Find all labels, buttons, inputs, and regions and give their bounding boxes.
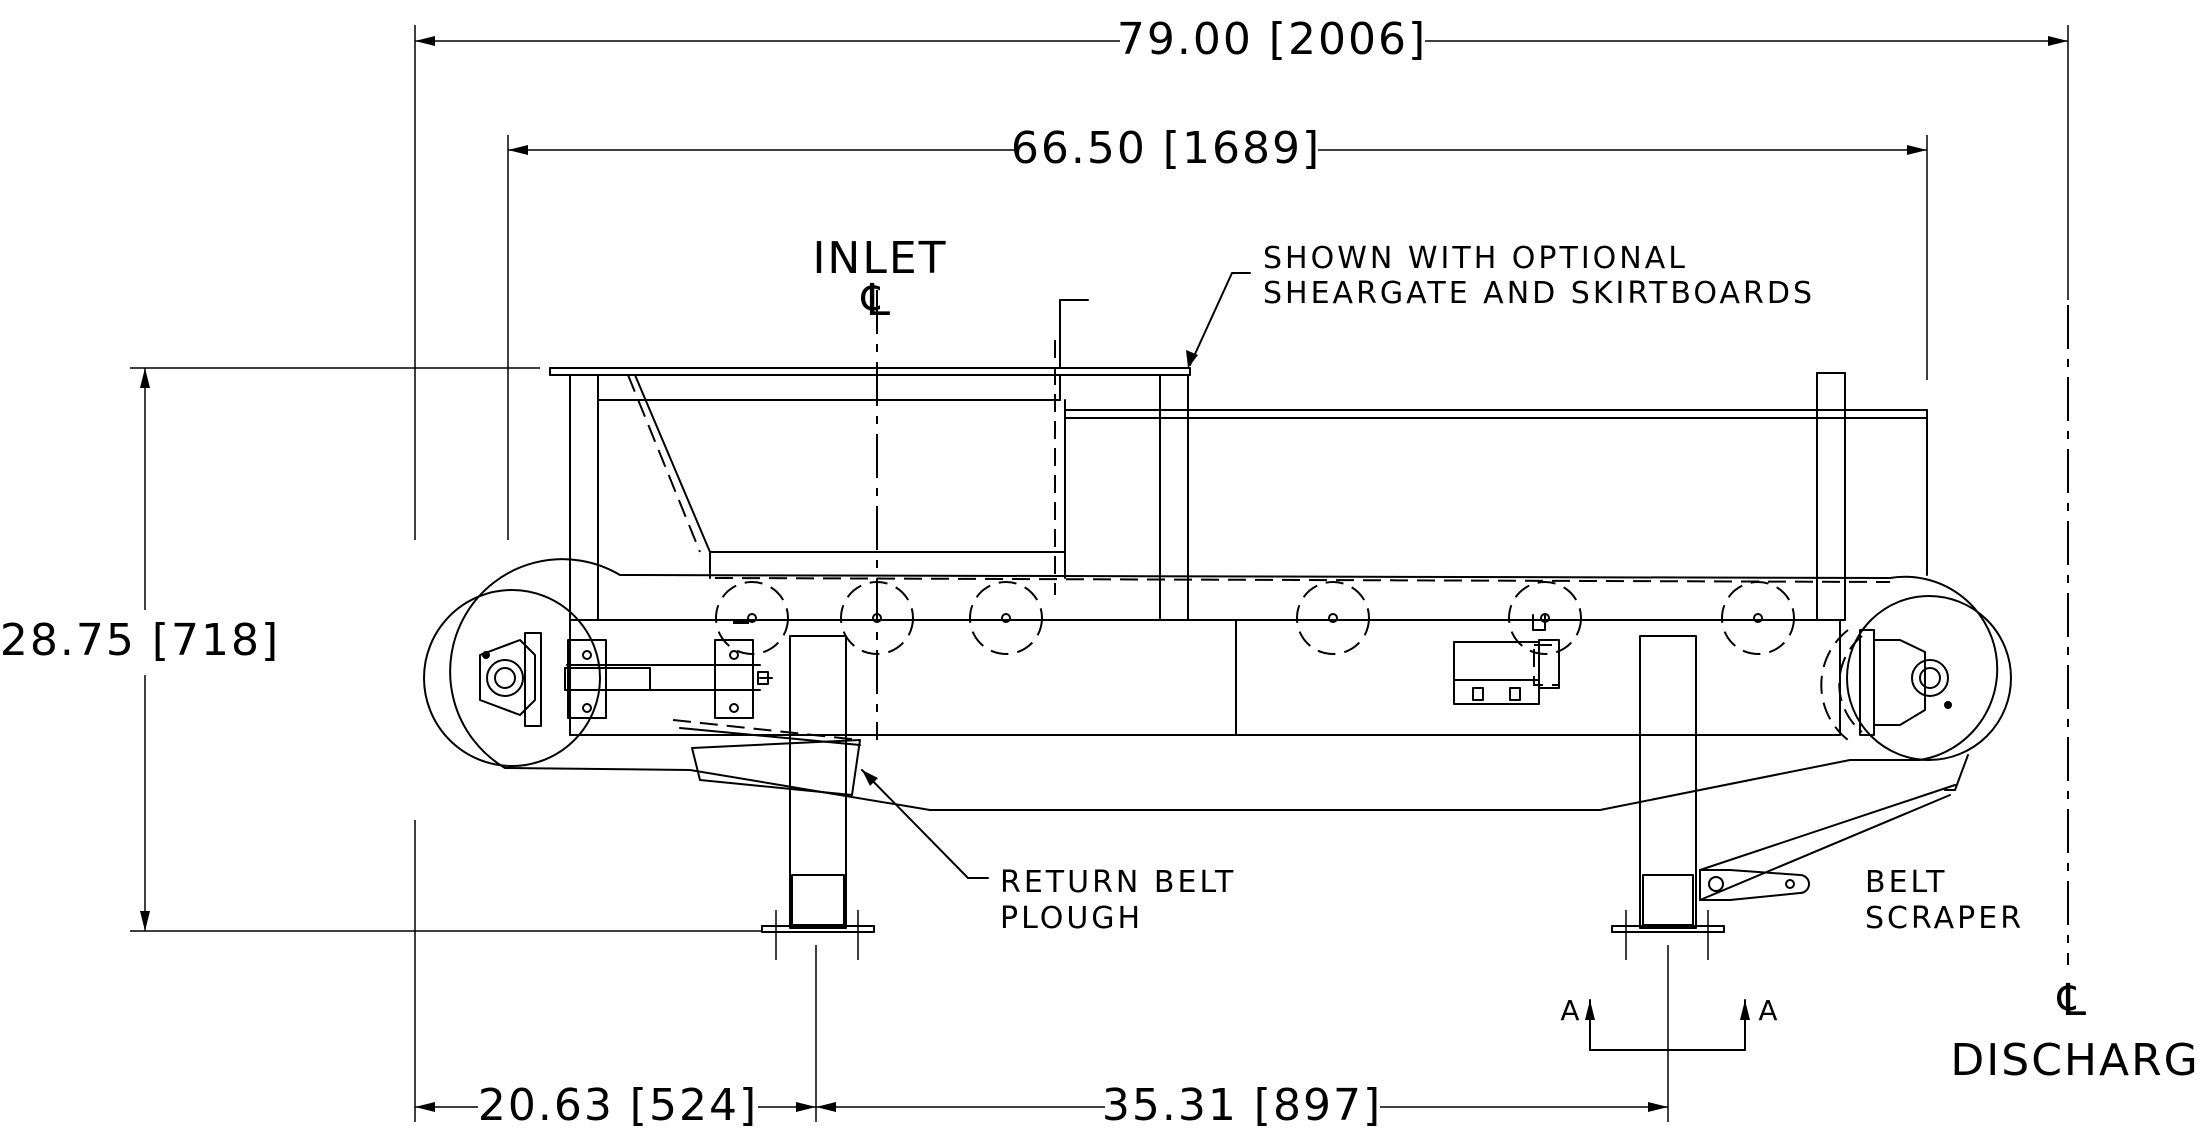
inlet-to-support-text: 20.63 [524] xyxy=(478,1080,758,1131)
dimension-pulley-centers: 66.50 [1689] xyxy=(507,123,1928,540)
drive-unit xyxy=(1453,614,1560,705)
plough-label-line2: PLOUGH xyxy=(1000,901,1143,936)
discharge-centerline-symbol: ℄ xyxy=(2057,975,2088,1026)
dimension-overall-height: 28.75 [718] xyxy=(0,367,762,932)
overall-height-text: 28.75 [718] xyxy=(0,615,280,666)
conveyor-belt xyxy=(423,558,2012,811)
section-a-left: A xyxy=(1560,994,1579,1027)
section-a-a: A A xyxy=(1560,994,1778,1051)
tail-takeup-assembly xyxy=(479,620,773,727)
sheargate-and-skirtboards xyxy=(549,299,1928,621)
idler-6 xyxy=(1721,581,1795,655)
head-pulley-assembly xyxy=(1820,629,1952,741)
inlet-label: INLET xyxy=(812,233,947,284)
support-leg-right xyxy=(1611,635,1725,960)
idler-2 xyxy=(840,581,914,655)
return-belt-plough: RETURN BELT PLOUGH xyxy=(672,719,1236,936)
section-a-right: A xyxy=(1758,994,1777,1027)
dimension-overall-length: 79.00 [2006] xyxy=(414,14,2069,540)
idler-4 xyxy=(1296,581,1370,655)
belt-scraper: BELT SCRAPER xyxy=(1699,754,2024,936)
option-note-line2: SHEARGATE AND SKIRTBOARDS xyxy=(1263,276,1815,311)
option-note: SHOWN WITH OPTIONAL SHEARGATE AND SKIRTB… xyxy=(1186,241,1815,368)
inlet-centerline: INLET ℄ xyxy=(812,233,947,740)
head-shaft xyxy=(1911,659,1949,697)
support-spacing-text: 35.31 [897] xyxy=(1102,1080,1382,1131)
pulley-centers-text: 66.50 [1689] xyxy=(1011,123,1321,174)
discharge-label: DISCHARGE xyxy=(1950,1035,2198,1086)
option-note-line1: SHOWN WITH OPTIONAL xyxy=(1263,241,1688,276)
scraper-label-line2: SCRAPER xyxy=(1865,901,2024,936)
conveyor-frame xyxy=(569,619,1841,736)
discharge-centerline: ℄ DISCHARGE xyxy=(1950,305,2198,1086)
scraper-label-line1: BELT xyxy=(1865,865,1947,900)
tail-shaft xyxy=(486,659,524,697)
inlet-centerline-symbol: ℄ xyxy=(861,275,892,326)
support-leg-left xyxy=(761,635,875,960)
idler-3 xyxy=(969,581,1043,655)
overall-length-text: 79.00 [2006] xyxy=(1117,14,1427,65)
dimension-bottom-chain: 20.63 [524] 35.31 [897] xyxy=(414,820,1669,1131)
plough-label-line1: RETURN BELT xyxy=(1000,865,1236,900)
